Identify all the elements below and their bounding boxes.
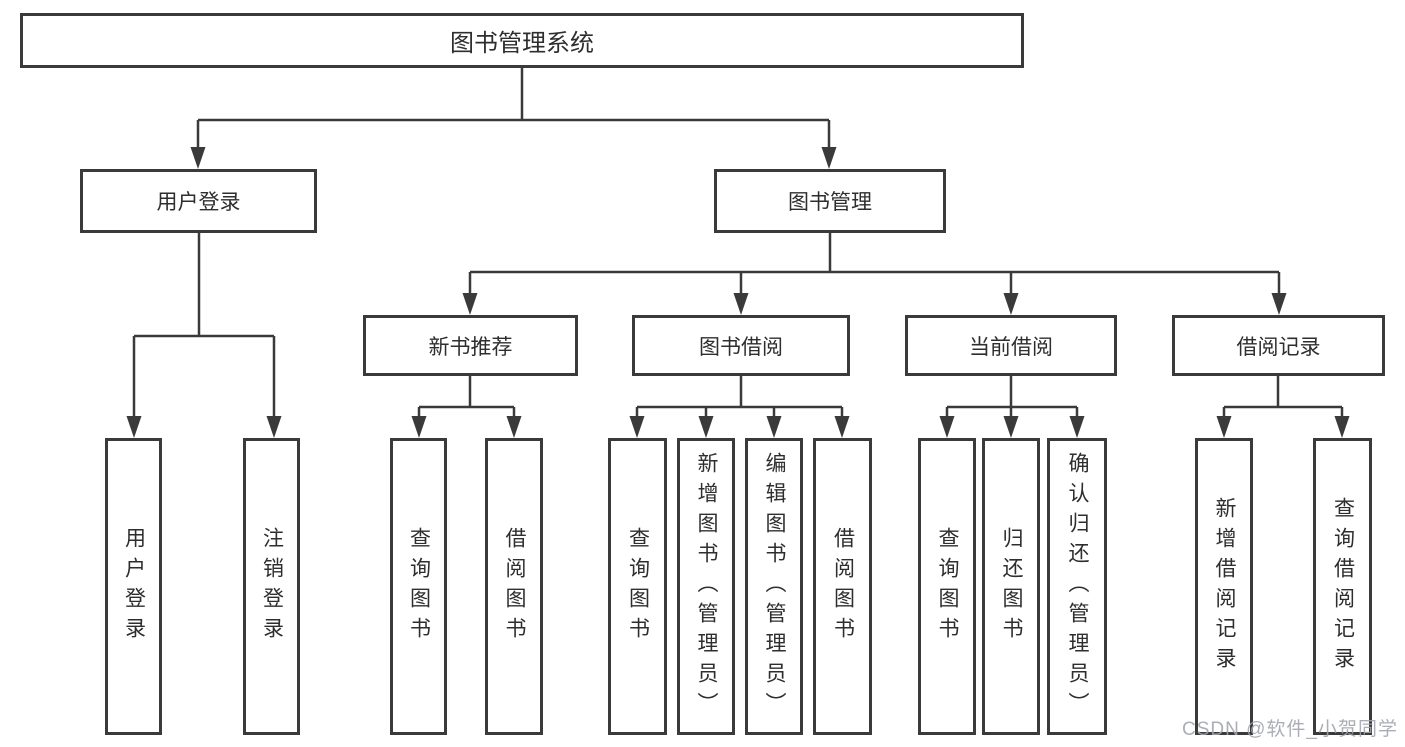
node-label: 图书借阅 — [699, 335, 783, 359]
node-label: 图书管理系统 — [450, 30, 594, 57]
node-label: 用户登录 — [122, 526, 146, 647]
node-current-borrowing: 当前借阅 — [905, 315, 1117, 376]
node-book-borrowing: 图书借阅 — [632, 315, 850, 376]
node-label: 新增图书（管理员） — [695, 451, 719, 722]
leaf-query-books-borrow: 查询图书 — [608, 438, 667, 735]
node-label: 图书管理 — [788, 191, 872, 214]
leaf-query-books-current: 查询图书 — [918, 438, 976, 735]
node-label: 借阅图书 — [503, 526, 527, 647]
leaf-edit-books-admin: 编辑图书（管理员） — [745, 438, 803, 735]
leaf-add-books-admin: 新增图书（管理员） — [677, 438, 735, 735]
leaf-borrow-books-recommend: 借阅图书 — [485, 438, 543, 735]
node-label: 新增借阅记录 — [1213, 496, 1237, 677]
node-label: 编辑图书（管理员） — [763, 451, 787, 722]
leaf-add-borrow-record: 新增借阅记录 — [1195, 438, 1253, 735]
node-label: 新书推荐 — [428, 335, 513, 359]
node-label: 借阅图书 — [831, 526, 855, 647]
node-label: 注销登录 — [260, 526, 284, 647]
leaf-borrow-books: 借阅图书 — [813, 438, 872, 735]
leaf-user-login: 用户登录 — [105, 438, 162, 735]
node-library-management-system: 图书管理系统 — [20, 13, 1024, 68]
node-label: 归还图书 — [1000, 526, 1024, 647]
node-book-management: 图书管理 — [714, 169, 946, 233]
node-label: 查询借阅记录 — [1331, 496, 1355, 677]
leaf-query-books-recommend: 查询图书 — [390, 438, 447, 735]
node-label: 查询图书 — [407, 526, 431, 647]
node-label: 用户登录 — [156, 191, 241, 214]
leaf-return-books: 归还图书 — [982, 438, 1040, 735]
node-label: 查询图书 — [626, 526, 650, 647]
leaf-query-borrow-record: 查询借阅记录 — [1313, 438, 1372, 735]
node-new-book-recommendation: 新书推荐 — [363, 315, 578, 376]
csdn-watermark: CSDN @软件_小贺同学 — [1182, 719, 1398, 740]
node-label: 查询图书 — [936, 526, 960, 647]
node-borrowing-records: 借阅记录 — [1172, 315, 1385, 376]
node-label: 借阅记录 — [1236, 335, 1321, 359]
node-label: 当前借阅 — [969, 335, 1053, 359]
node-user-login: 用户登录 — [80, 169, 317, 233]
node-label: 确认归还（管理员） — [1066, 451, 1090, 722]
leaf-confirm-return-admin: 确认归还（管理员） — [1047, 438, 1107, 735]
leaf-logout: 注销登录 — [243, 438, 300, 735]
